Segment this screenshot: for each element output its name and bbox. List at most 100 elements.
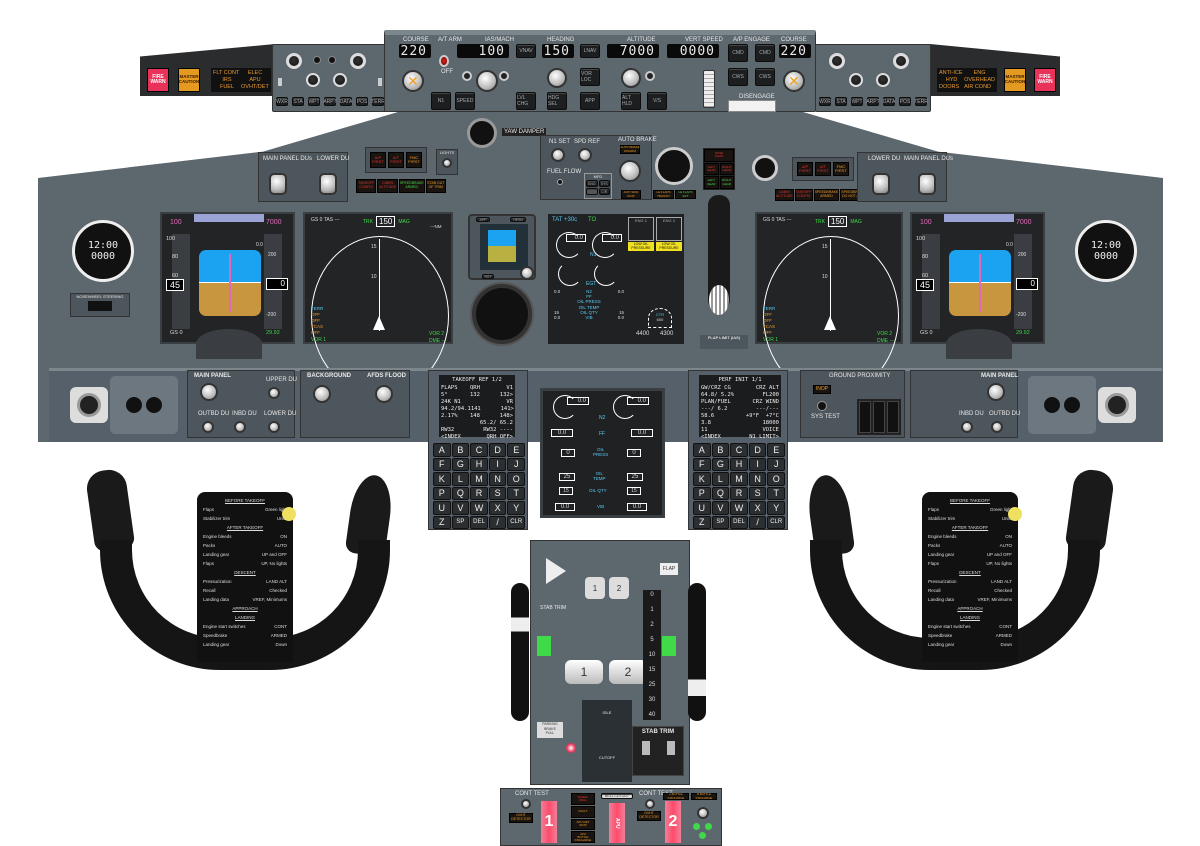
cdu-key[interactable]: X (748, 501, 767, 515)
trim-wheel-right[interactable] (688, 583, 706, 721)
eng2-fire-handle[interactable]: 2 (665, 801, 681, 843)
cdu-key[interactable]: T (507, 486, 525, 500)
isfd-rst-button[interactable]: RST (482, 274, 494, 279)
cdu-key[interactable]: P (693, 486, 711, 500)
mfd-cr-button[interactable]: C/R (598, 188, 610, 195)
cdu-key[interactable]: O (767, 472, 785, 486)
mode-selector-knob-right[interactable] (849, 73, 863, 87)
efis-sta-button[interactable]: STA (292, 97, 304, 106)
cws-a-button[interactable]: CWS (728, 68, 748, 86)
auto-brake-disarm[interactable]: AUTO BRAKE DISARM (620, 145, 640, 154)
main-panel-dus-selector-right[interactable] (918, 173, 936, 195)
extinguisher-test-switch[interactable] (697, 807, 709, 819)
cdu-key[interactable]: L (451, 472, 470, 486)
annun-anti-ice[interactable]: ANTI-ICE (939, 70, 963, 76)
wheel-well-annun[interactable]: WHEEL WELL (571, 793, 595, 805)
annun-irs[interactable]: IRS (222, 77, 232, 83)
cdu-key[interactable]: M (730, 472, 748, 486)
checklist-clip-left[interactable] (282, 507, 296, 521)
cdu-key[interactable]: A (433, 443, 451, 457)
main-panel-brightness-knob-right[interactable] (987, 383, 1005, 401)
cdu-left-index-link[interactable]: <INDEX (441, 434, 461, 440)
cdu-key[interactable]: A (693, 443, 711, 457)
lvl-chg-button[interactable]: LVL CHG (516, 92, 536, 110)
range-selector-knob-right[interactable] (876, 73, 890, 87)
cmd-a-button[interactable]: CMD (728, 44, 748, 62)
cdu-key[interactable]: W (730, 501, 748, 515)
lights-test-switch[interactable] (442, 158, 452, 168)
stab-out-of-trim[interactable]: STAB OUT OF TRIM (425, 179, 446, 193)
speed-knob[interactable] (476, 70, 498, 92)
range-selector-knob[interactable] (333, 73, 347, 87)
cdu-key-slash[interactable]: / (748, 515, 767, 529)
thrust-lever-1[interactable]: 1 (585, 577, 605, 599)
efis-terr-button[interactable]: TERR (371, 97, 385, 106)
thrust-lever-2[interactable]: 2 (609, 577, 629, 599)
alt-hld-button[interactable]: ALT HLD (621, 92, 641, 110)
cdu-key[interactable]: S (748, 486, 767, 500)
takeoff-config-right[interactable]: TAKEOFF CONFIG (794, 189, 813, 201)
ap-prst-right[interactable]: A/P P/RST (797, 162, 813, 176)
lower-du-selector-right[interactable] (872, 173, 890, 195)
fuel-flow-switch[interactable] (557, 179, 563, 185)
at-prst-left[interactable]: A/T P/RST (388, 152, 404, 168)
annun-overhead[interactable]: OVERHEAD (964, 77, 995, 83)
cdu-key[interactable]: Y (507, 501, 525, 515)
afds-flood-knob[interactable] (375, 385, 393, 403)
ap-disengage-bar[interactable] (728, 100, 776, 112)
vs-thumbwheel[interactable] (703, 70, 715, 108)
cdu-key[interactable]: K (693, 472, 711, 486)
le-flaps-ext[interactable]: LE FLAPS EXT (675, 190, 696, 199)
cdu-key-sp[interactable]: SP (451, 515, 470, 529)
baro-knob-right[interactable] (893, 53, 909, 69)
mins-knob-right[interactable] (829, 53, 845, 69)
flap-inhibit-switch[interactable] (859, 401, 871, 433)
background-knob[interactable] (313, 385, 331, 403)
ovht-detector-right[interactable]: OVHT DETECTOR (637, 811, 661, 821)
speedbrake-armed-right[interactable]: SPEEDBRAKE ARMED (813, 189, 840, 201)
vor-adf-switch-right[interactable] (378, 78, 382, 86)
cdu-key[interactable]: Q (451, 486, 470, 500)
cdu-key[interactable]: C (730, 443, 748, 457)
cdu-key[interactable]: B (451, 443, 470, 457)
n1-set-knob[interactable] (551, 148, 565, 162)
cdu-key[interactable]: G (711, 457, 730, 471)
checklist-clip-right[interactable] (1008, 507, 1022, 521)
ovht-detector-left[interactable]: OVHT DETECTOR (509, 813, 533, 823)
efis-sta-button-right[interactable]: STA (835, 97, 847, 106)
mfd-eng-button[interactable]: ENG (586, 180, 598, 187)
cdu-key[interactable]: F (693, 457, 711, 471)
annun-apu[interactable]: APU (249, 77, 261, 83)
cdu-left-qrh-link[interactable]: QRH OFF> (486, 434, 514, 440)
annun-doors[interactable]: DOORS (939, 84, 960, 90)
lower-du-brightness[interactable] (268, 421, 280, 433)
inbd-du-brightness[interactable] (234, 421, 246, 433)
cdu-key-del[interactable]: DEL (730, 515, 748, 529)
fire-warn-right[interactable]: FIRE WARN (1034, 68, 1056, 92)
ap-prst-left[interactable]: A/P P/RST (370, 152, 386, 168)
outbd-du-brightness-right[interactable] (991, 421, 1003, 433)
vor-loc-button[interactable]: VOR LOC (580, 68, 600, 86)
cdu-key[interactable]: C (470, 443, 488, 457)
annun-eng[interactable]: ENG (973, 70, 986, 76)
upper-du-brightness[interactable] (268, 387, 280, 399)
fuse-left-2[interactable] (146, 397, 162, 413)
apu-det-inop-annun[interactable]: APU DET INOP (571, 818, 595, 831)
isfd-app-button[interactable]: APP (476, 217, 490, 222)
hdg-sel-button[interactable]: HDG SEL (547, 92, 567, 110)
cdu-key[interactable]: O (507, 472, 525, 486)
mins-knob[interactable] (286, 53, 302, 69)
cdu-key[interactable]: Y (767, 501, 785, 515)
annun-flt-cont[interactable]: FLT CONT (213, 70, 240, 76)
vnav-button[interactable]: VNAV (516, 44, 536, 58)
main-panel-dus-selector[interactable] (269, 173, 287, 195)
fuse-left-1[interactable] (126, 397, 142, 413)
cdu-right-index-link[interactable]: <INDEX (701, 434, 721, 440)
cdu-key[interactable]: S (488, 486, 507, 500)
yoke-right[interactable] (800, 467, 1130, 680)
fmc-prst-left[interactable]: FMC P/RST (406, 152, 422, 168)
cdu-key[interactable]: N (748, 472, 767, 486)
cdu-key-slash[interactable]: / (488, 515, 507, 529)
lower-du-selector[interactable] (319, 173, 337, 195)
isfd-baro-knob[interactable] (520, 266, 534, 280)
